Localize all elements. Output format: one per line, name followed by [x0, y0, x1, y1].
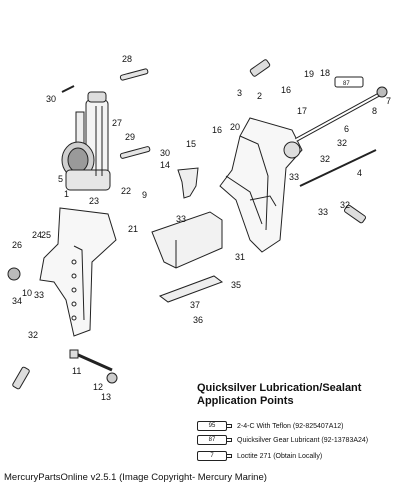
part-callout-19: 19	[304, 69, 314, 79]
part-callout-16: 16	[281, 85, 291, 95]
lubricant-tube-icon: 87	[197, 435, 232, 445]
part-callout-37: 37	[190, 300, 200, 310]
part-callout-31: 31	[235, 252, 245, 262]
legend-item-text: Loctite 271 (Obtain Locally)	[237, 452, 323, 460]
part-callout-14: 14	[160, 160, 170, 170]
pin-part	[119, 146, 151, 159]
svg-text:87: 87	[343, 81, 350, 87]
part-callout-7: 7	[386, 96, 391, 106]
part-callout-21: 21	[128, 224, 138, 234]
part-callout-36: 36	[193, 315, 203, 325]
legend-item: 7 Loctite 271 (Obtain Locally)	[197, 450, 322, 462]
part-callout-18: 18	[320, 68, 330, 78]
part-callout-35: 35	[231, 280, 241, 290]
part-callout-15: 15	[186, 139, 196, 149]
part-callout-33: 33	[176, 214, 186, 224]
bolt-part	[69, 349, 113, 372]
legend-item-text: Quicksilver Gear Lubricant (92-13783A24)	[237, 436, 369, 444]
clamp-bracket-part	[39, 207, 117, 337]
part-callout-23: 23	[89, 196, 99, 206]
pin-part	[119, 68, 149, 81]
part-callout-3: 3	[237, 88, 242, 98]
part-callout-12: 12	[93, 382, 103, 392]
plate-part	[151, 211, 223, 269]
part-callout-33: 33	[289, 172, 299, 182]
part-callout-28: 28	[122, 54, 132, 64]
legend-title: Quicksilver Lubrication/Sealant Applicat…	[197, 382, 397, 408]
lubricant-tube-icon: 95	[197, 421, 232, 431]
tilt-tube-part	[295, 86, 388, 142]
part-callout-30: 30	[160, 148, 170, 158]
copyright-caption: MercuryPartsOnline v2.5.1 (Image Copyrig…	[4, 472, 267, 483]
part-callout-2: 2	[257, 91, 262, 101]
part-callout-24: 24	[32, 230, 42, 240]
bracket-part	[177, 167, 199, 199]
nut-part	[106, 372, 118, 384]
sealant-tube-icon: 7	[197, 451, 232, 461]
part-callout-1: 1	[64, 189, 69, 199]
part-callout-8: 8	[372, 106, 377, 116]
part-callout-13: 13	[101, 392, 111, 402]
part-callout-26: 26	[12, 240, 22, 250]
part-callout-20: 20	[230, 122, 240, 132]
part-callout-32: 32	[337, 138, 347, 148]
part-callout-33: 33	[34, 290, 44, 300]
part-callout-17: 17	[297, 106, 307, 116]
grease-tube-part	[12, 59, 367, 390]
part-callout-25: 25	[41, 230, 51, 240]
legend-item: 95 2-4-C With Teflon (92-825407A12)	[197, 420, 343, 432]
part-callout-27: 27	[112, 118, 122, 128]
part-callout-30: 30	[46, 94, 56, 104]
part-callout-32: 32	[340, 200, 350, 210]
legend-item-text: 2-4-C With Teflon (92-825407A12)	[237, 422, 344, 430]
part-callout-33: 33	[318, 207, 328, 217]
part-callout-16: 16	[212, 125, 222, 135]
gear-lube-tube: 87	[334, 76, 364, 88]
part-callout-32: 32	[320, 154, 330, 164]
swivel-bracket-part	[219, 117, 303, 253]
part-callout-9: 9	[142, 190, 147, 200]
part-callout-34: 34	[12, 296, 22, 306]
plate-part	[158, 275, 224, 303]
part-callout-6: 6	[344, 124, 349, 134]
trim-cylinder-part	[61, 91, 111, 191]
part-callout-10: 10	[22, 288, 32, 298]
part-callout-11: 11	[72, 366, 81, 376]
knob-part	[7, 267, 21, 281]
part-callout-29: 29	[125, 132, 135, 142]
part-callout-22: 22	[121, 186, 131, 196]
bolt-part	[61, 85, 75, 93]
part-callout-4: 4	[357, 168, 362, 178]
legend-item: 87 Quicksilver Gear Lubricant (92-13783A…	[197, 434, 368, 446]
part-callout-32: 32	[28, 330, 38, 340]
rod-part	[299, 149, 377, 187]
legend-title-line1: Quicksilver Lubrication/Sealant	[197, 382, 362, 394]
legend-title-line2: Application Points	[197, 395, 294, 407]
part-callout-5: 5	[58, 174, 63, 184]
